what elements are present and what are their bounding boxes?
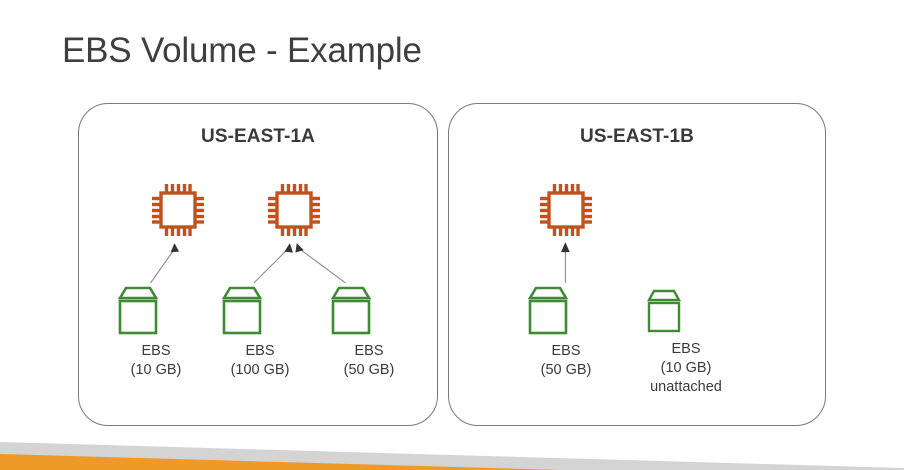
band-orange-wedge [0, 454, 560, 470]
ebs-volume-node-a3[interactable]: EBS (50 GB) [324, 282, 414, 380]
ebs-volume-icon [324, 282, 414, 336]
connection-ebs-b1-to-ec2-b1 [561, 242, 570, 283]
availability-zone-title-b: US-EAST-1B [580, 126, 694, 147]
ebs-volume-name: EBS [245, 343, 275, 359]
connection-ebs-a2-to-ec2-a2 [253, 243, 294, 284]
ebs-volume-node-b1[interactable]: EBS (50 GB) [521, 282, 611, 380]
ebs-volume-label-a3: EBS (50 GB) [324, 342, 414, 380]
ebs-volume-name: EBS [141, 343, 171, 359]
ebs-volume-size: (10 GB) [130, 362, 182, 378]
ebs-volume-node-a1[interactable]: EBS (10 GB) [111, 282, 201, 380]
ebs-volume-icon [215, 282, 305, 336]
connection-ebs-a1-to-ec2-a1 [150, 243, 180, 284]
ebs-volume-node-a2[interactable]: EBS (100 GB) [215, 282, 305, 380]
connection-arrows-zone-b [449, 104, 825, 425]
ebs-volume-state: unattached [650, 379, 722, 395]
ebs-volume-label-b2: EBS (10 GB) unattached [641, 340, 731, 397]
ebs-volume-name: EBS [354, 343, 384, 359]
availability-zone-title-a: US-EAST-1A [201, 126, 315, 147]
ebs-volume-node-b2[interactable]: EBS (10 GB) unattached [641, 286, 731, 397]
ec2-instance-icon-b1[interactable] [537, 179, 595, 241]
ebs-volume-size: (50 GB) [343, 362, 395, 378]
ebs-volume-icon [521, 282, 611, 336]
ec2-instance-icon-a1[interactable] [149, 179, 207, 241]
connection-ebs-a3-to-ec2-a2 [295, 243, 346, 284]
ebs-volume-size: (50 GB) [540, 362, 592, 378]
ebs-volume-size: (100 GB) [230, 362, 290, 378]
ebs-volume-label-a1: EBS (10 GB) [111, 342, 201, 380]
decorative-bottom-band [0, 432, 904, 470]
ebs-volume-label-a2: EBS (100 GB) [215, 342, 305, 380]
ebs-volume-icon [641, 286, 731, 334]
availability-zone-panel-us-east-1b: US-EAST-1B [448, 103, 826, 426]
ec2-instance-icon-a2[interactable] [265, 179, 323, 241]
ebs-volume-icon [111, 282, 201, 336]
ebs-volume-name: EBS [551, 343, 581, 359]
page-title: EBS Volume - Example [62, 31, 422, 70]
availability-zone-panel-us-east-1a: US-EAST-1A [78, 103, 438, 426]
ebs-volume-size: (10 GB) [660, 360, 712, 376]
ebs-volume-label-b1: EBS (50 GB) [521, 342, 611, 380]
ebs-volume-name: EBS [671, 341, 701, 357]
